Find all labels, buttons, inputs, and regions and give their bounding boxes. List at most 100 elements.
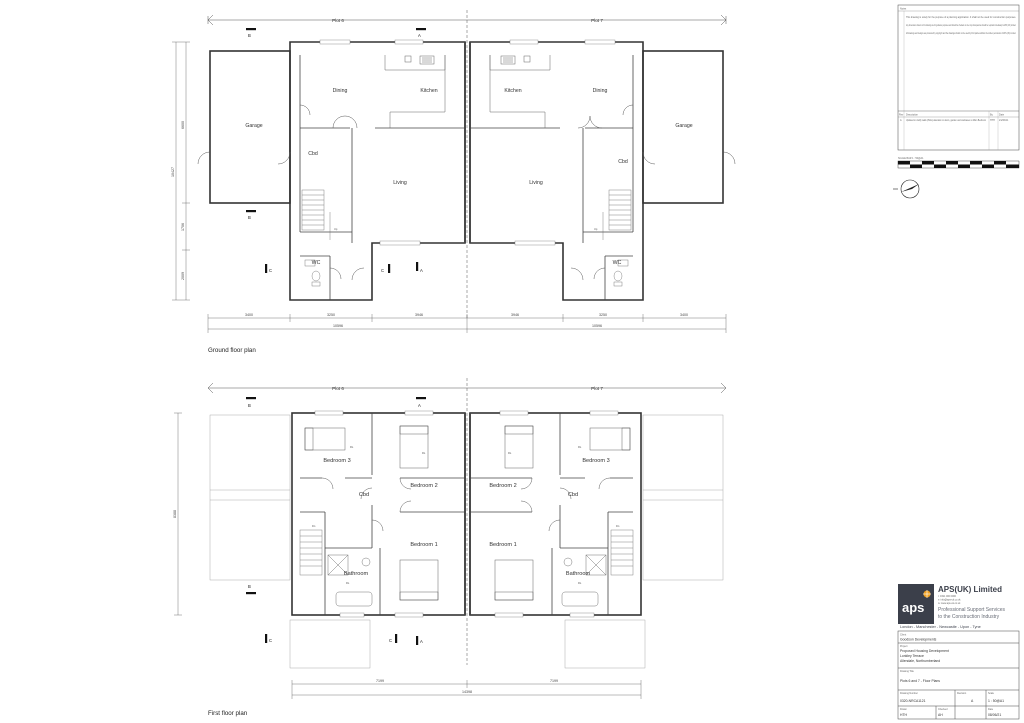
first-label-rl-6a: RL	[350, 445, 354, 449]
ground-label-kitchen-7: Kitchen	[504, 88, 521, 94]
tb-drawn-value: HTH	[900, 713, 908, 717]
company-tagline-2: to the Construction Industry	[938, 614, 1000, 620]
tb-date-label: Date	[988, 708, 994, 711]
note-item-2: Any dimensions shown on this drawing are…	[906, 24, 1016, 27]
ground-section-marks-top	[246, 28, 426, 31]
tb-revision-label: Revision	[957, 692, 967, 695]
first-dim-bottom	[291, 680, 642, 699]
first-doors	[321, 477, 611, 532]
first-bath-fixtures	[327, 554, 607, 607]
ground-floor-caption: Ground floor plan	[208, 347, 256, 354]
first-staircases	[299, 529, 634, 576]
ground-section-marks-lower	[246, 210, 419, 273]
ground-label-cbd-7: Cbd	[618, 159, 628, 165]
company-contact-2: e: info@aps-uk.co.uk	[938, 599, 961, 602]
company-tagline-1: Professional Support Services	[938, 607, 1005, 613]
ground-label-living-7: Living	[529, 180, 543, 186]
ground-dim-bottom	[207, 314, 727, 333]
ground-label-kitchen-6: Kitchen	[420, 88, 437, 94]
first-section-marks-top	[246, 397, 426, 400]
ground-dim-bottom-2: 3250	[327, 313, 335, 317]
ground-label-up-6: Up	[334, 227, 338, 231]
tb-client-label: Client	[900, 634, 906, 637]
ground-plot-header-bar	[207, 10, 727, 320]
section-mark-c-mid: C	[381, 268, 384, 273]
tb-revision-value: A	[971, 699, 974, 703]
tb-scale-value: 1 : 50@A1	[988, 699, 1004, 703]
ground-label-wc-7: WC	[613, 260, 622, 266]
ground-plot-6-label: Plot 6	[332, 18, 344, 23]
rev-header-by: By	[990, 114, 994, 117]
tb-project-label: Project	[900, 645, 908, 648]
first-garage-roofs	[209, 414, 724, 669]
tb-project-line-3: Allendale, Northumberland	[900, 659, 940, 663]
first-plot-7-label: Plot 7	[591, 386, 603, 391]
first-label-bedroom2-6: Bedroom 2	[410, 483, 437, 489]
ground-wc-fixtures	[304, 259, 629, 287]
ground-label-dining-6: Dining	[333, 88, 348, 94]
company-block	[898, 584, 934, 624]
ground-label-garage-6: Garage	[245, 123, 262, 129]
rev-row-rev: A	[900, 119, 902, 122]
first-label-bedroom3-7: Bedroom 3	[582, 458, 609, 464]
company-logo-text: aps	[902, 600, 924, 615]
tb-checked-label: Checked	[938, 708, 948, 711]
ground-staircases	[301, 189, 632, 240]
tb-scale-label: Scale	[988, 692, 995, 695]
ground-kitchen-units	[384, 55, 551, 128]
ground-dim-left	[172, 41, 190, 301]
section-mark-b-mid: B	[248, 215, 251, 220]
first-section-mark-c-left: C	[269, 638, 272, 643]
ground-label-up-7: Up	[594, 227, 598, 231]
ground-dim-bottom-4: 3946	[511, 313, 519, 317]
ground-plot-7-label: Plot 7	[591, 18, 603, 23]
tb-client-value: Goodson Developments	[900, 638, 937, 642]
ground-dim-total-7: 10596	[592, 324, 602, 328]
ground-dim-total-6: 10596	[333, 324, 343, 328]
tb-checked-value: AH	[938, 713, 943, 717]
first-plot-header-bar	[207, 378, 727, 665]
ground-windows	[319, 39, 616, 246]
first-section-marks-lower	[246, 592, 419, 645]
first-label-cbd-7: Cbd	[568, 492, 578, 498]
first-dim-bottom-2: 7199	[550, 679, 558, 683]
tb-drawing-number-value: 0320-NRCA1121	[900, 699, 926, 703]
ground-label-cbd-6: Cbd	[308, 151, 318, 157]
first-dim-left-value: 8388	[173, 510, 177, 518]
first-label-dn-7: Dn	[616, 524, 620, 528]
ground-dim-left-3: 2009	[181, 272, 185, 280]
first-label-dn-6: Dn	[312, 524, 316, 528]
rev-header-rev: Rev	[899, 114, 904, 117]
scale-bar	[897, 160, 1020, 169]
ground-label-garage-7: Garage	[675, 123, 692, 129]
ground-dim-left-1: 6600	[181, 121, 185, 129]
first-label-rl-6b: RL	[422, 451, 426, 455]
rev-row-by: HTH	[990, 119, 995, 122]
scale-bar-label: SCALE BAR 1 : 50@A1	[898, 157, 924, 160]
ground-dim-bottom-1: 3400	[245, 313, 253, 317]
first-label-bedroom1-6: Bedroom 1	[410, 542, 437, 548]
title-block-frame	[897, 630, 1020, 720]
tb-drawing-title-value: Plots 6 and 7 - Floor Plans	[900, 679, 940, 683]
rev-header-date: Date	[999, 114, 1005, 117]
notes-panel	[897, 4, 1020, 151]
company-contact-3: w: www.aps-uk.co.uk	[938, 602, 961, 605]
first-section-mark-b-top: B	[248, 403, 251, 408]
ground-dim-bottom-5: 3250	[599, 313, 607, 317]
first-section-mark-b-low: B	[248, 584, 251, 589]
tb-drawing-number-label: Drawing Number	[900, 692, 918, 695]
ground-dim-bottom-3: 3946	[415, 313, 423, 317]
note-item-1: This drawing is solely for the purpose o…	[906, 16, 1016, 19]
section-mark-c-left: C	[269, 268, 272, 273]
company-offices: London - Manchester - Newcastle - Upon -…	[900, 625, 981, 629]
rev-header-desc: Description	[906, 114, 919, 117]
tb-project-line-1: Proposed Housing Development	[900, 649, 949, 653]
notes-heading: Notes	[900, 8, 907, 11]
section-mark-a-mid: A	[420, 268, 423, 273]
first-label-rl-7a: RL	[578, 445, 582, 449]
first-floor-caption: First floor plan	[208, 710, 248, 717]
ground-label-dining-7: Dining	[593, 88, 608, 94]
first-plot-6-label: Plot 6	[332, 386, 344, 391]
ground-dim-left-total: 10427	[171, 167, 175, 177]
section-mark-b-top: B	[248, 33, 251, 38]
